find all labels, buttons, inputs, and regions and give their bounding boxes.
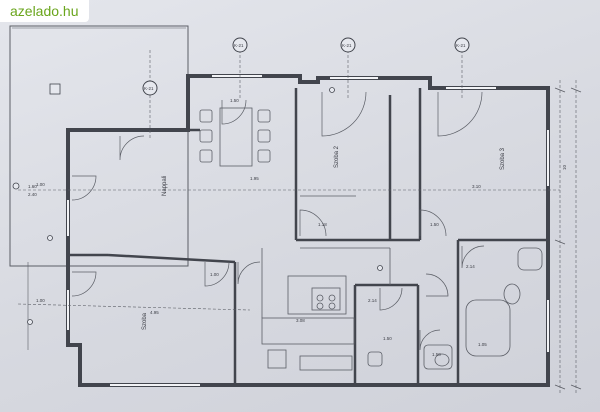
- room-label-szoba: Szoba: [142, 312, 148, 330]
- section-marker: K-21: [454, 37, 470, 53]
- svg-text:K-21: K-21: [144, 86, 154, 91]
- dimension-label: 1.05: [478, 342, 487, 347]
- windows: [67, 75, 549, 386]
- dimension-label: 1.50: [383, 336, 392, 341]
- section-markers: K-21 K-21 K-21 K-21: [142, 37, 470, 96]
- dimension-label: 1.95: [250, 176, 259, 181]
- svg-text:K-21: K-21: [456, 43, 466, 48]
- svg-text:K-21: K-21: [234, 43, 244, 48]
- room-label-szoba-2: Szoba 2: [334, 145, 340, 168]
- dimension-label: 3.10: [472, 184, 481, 189]
- room-labels: Szoba 2 Szoba 3 Nappali Szoba: [142, 145, 506, 330]
- dimension-label: 2.40: [28, 192, 37, 197]
- dimension-label: 4.95: [150, 310, 159, 315]
- dimension-ticks: [554, 87, 582, 390]
- furniture: [199, 107, 543, 371]
- dimension-label: 1.00: [36, 298, 45, 303]
- dimension-label: 1.00: [36, 182, 45, 187]
- dimension-label: 1.60: [28, 184, 37, 189]
- section-marker: K-21: [340, 37, 356, 53]
- dimension-label: 10: [562, 164, 567, 170]
- watermark: azelado.hu: [0, 0, 89, 22]
- dimension-label: 1.00: [210, 272, 219, 277]
- dimension-label: 2.14: [368, 298, 377, 303]
- exterior-walls: [66, 74, 550, 387]
- section-marker: K-21: [142, 80, 158, 96]
- dimension-labels: 3.10 1.95 4.95 3.08 1.50 1.00 1.00 2.14 …: [28, 98, 567, 357]
- dimension-label: 3.08: [296, 318, 305, 323]
- svg-text:K-21: K-21: [342, 43, 352, 48]
- level-markers: [12, 83, 383, 325]
- dimension-label: 1.50: [432, 352, 441, 357]
- section-lines: [17, 50, 577, 395]
- room-label-szoba-3: Szoba 3: [500, 147, 506, 170]
- dimension-label: 1.50: [230, 98, 239, 103]
- terrace: [9, 25, 189, 350]
- interior-walls: [68, 88, 548, 385]
- room-label-nappali: Nappali: [162, 176, 168, 196]
- door-swings: [71, 91, 485, 351]
- dimension-label: 1.50: [430, 222, 439, 227]
- section-marker: K-21: [232, 37, 248, 53]
- dimension-label: 1.18: [318, 222, 327, 227]
- dimension-label: 2.14: [466, 264, 475, 269]
